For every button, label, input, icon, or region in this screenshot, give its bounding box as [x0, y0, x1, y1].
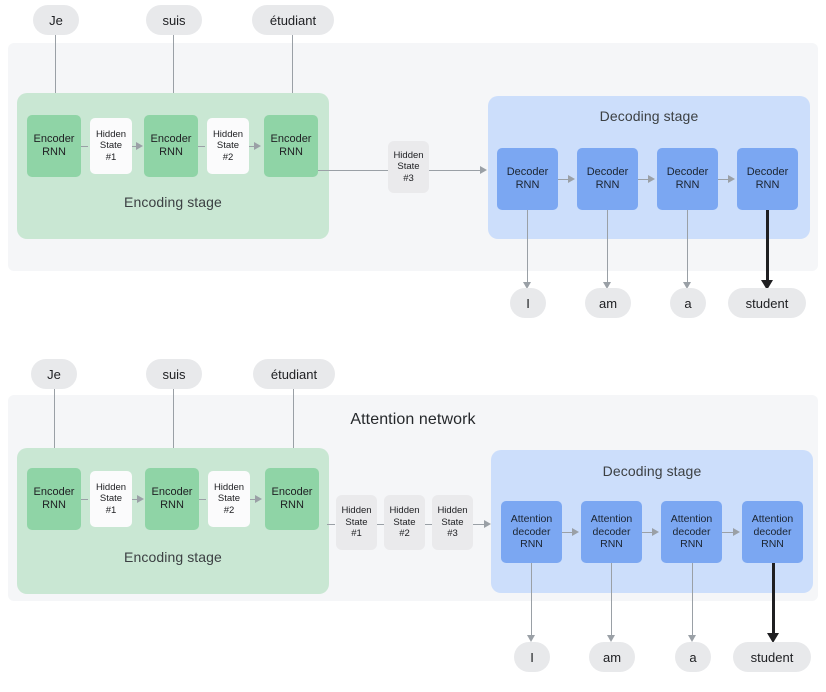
output-word-pill: student	[728, 288, 806, 318]
hidden-state-node: Hidden State #2	[208, 471, 250, 527]
output-word-pill: a	[675, 642, 711, 672]
decoder-link	[722, 532, 734, 534]
input-connector	[54, 389, 56, 460]
bridge-hidden-state-node: Hidden State #3	[388, 141, 429, 193]
decoder-arrow-head	[648, 175, 655, 183]
decoder-arrow-head	[572, 528, 579, 536]
decoder-arrow-head	[728, 175, 735, 183]
bridge-connector	[429, 170, 482, 172]
encoder-link	[132, 499, 138, 501]
output-connector-final	[766, 210, 769, 282]
attention-decoder-rnn-node: Attention decoder RNN	[661, 501, 722, 563]
output-connector	[527, 210, 529, 283]
input-word-pill: suis	[146, 5, 202, 35]
attention-decoder-rnn-node: Attention decoder RNN	[742, 501, 803, 563]
input-word-pill: suis	[146, 359, 202, 389]
output-connector	[607, 210, 609, 283]
output-arrow-head	[523, 282, 531, 289]
output-word-pill: student	[733, 642, 811, 672]
output-connector	[531, 563, 533, 636]
output-word-pill: am	[585, 288, 631, 318]
attention-decoder-rnn-node: Attention decoder RNN	[501, 501, 562, 563]
encoder-link	[250, 499, 256, 501]
bridge-link	[327, 524, 335, 526]
output-connector	[687, 210, 689, 283]
input-connector	[173, 35, 175, 111]
output-connector-final	[772, 563, 775, 635]
output-connector	[611, 563, 613, 636]
decoding-stage-label: Decoding stage	[599, 108, 699, 124]
bridge-arrow-head	[484, 520, 491, 528]
input-word-pill: Je	[31, 359, 77, 389]
encoder-rnn-node: Encoder RNN	[265, 468, 319, 530]
encoder-rnn-node: Encoder RNN	[144, 115, 198, 177]
encoder-arrow-head	[137, 495, 144, 503]
encoder-arrow-head	[136, 142, 143, 150]
hidden-state-node: Hidden State #1	[90, 118, 132, 174]
encoder-link	[81, 499, 88, 501]
bridge-connector	[473, 524, 486, 526]
input-connector	[173, 389, 175, 460]
output-arrow-head	[607, 635, 615, 642]
bridge-hidden-state-node: Hidden State #3	[432, 495, 473, 550]
decoder-link	[642, 532, 654, 534]
hidden-state-node: Hidden State #2	[207, 118, 249, 174]
decoder-rnn-node: Decoder RNN	[497, 148, 558, 210]
output-word-pill: am	[589, 642, 635, 672]
decoder-rnn-node: Decoder RNN	[577, 148, 638, 210]
decoder-link	[638, 179, 650, 181]
bridge-connector	[318, 170, 388, 172]
input-word-pill: étudiant	[252, 5, 334, 35]
output-connector	[692, 563, 694, 636]
encoder-arrow-head	[254, 142, 261, 150]
encoding-stage-label: Encoding stage	[124, 194, 222, 210]
output-arrow-head	[603, 282, 611, 289]
bridge-link	[425, 524, 432, 526]
decoder-link	[718, 179, 730, 181]
decoder-arrow-head	[568, 175, 575, 183]
encoder-link	[199, 499, 206, 501]
decoder-arrow-head	[652, 528, 659, 536]
output-arrow-head	[688, 635, 696, 642]
attention-network-title: Attention network	[350, 411, 476, 428]
input-connector	[293, 389, 295, 460]
bridge-link	[377, 524, 384, 526]
encoder-link	[132, 146, 138, 148]
decoder-link	[562, 532, 574, 534]
output-arrow-head	[527, 635, 535, 642]
decoding-stage-label: Decoding stage	[602, 463, 702, 479]
output-word-pill: a	[670, 288, 706, 318]
output-arrow-head-final	[767, 633, 779, 643]
input-word-pill: Je	[33, 5, 79, 35]
encoder-link	[81, 146, 88, 148]
bridge-hidden-state-node: Hidden State #2	[384, 495, 425, 550]
output-word-pill: I	[510, 288, 546, 318]
decoder-link	[558, 179, 570, 181]
input-connector	[55, 35, 57, 111]
input-connector	[292, 35, 294, 111]
encoder-rnn-node: Encoder RNN	[27, 468, 81, 530]
bridge-arrow-head	[480, 166, 487, 174]
output-arrow-head-final	[761, 280, 773, 290]
output-arrow-head	[683, 282, 691, 289]
encoder-rnn-node: Encoder RNN	[145, 468, 199, 530]
decoder-rnn-node: Decoder RNN	[737, 148, 798, 210]
attention-decoder-rnn-node: Attention decoder RNN	[581, 501, 642, 563]
input-word-pill: étudiant	[253, 359, 335, 389]
bridge-hidden-state-node: Hidden State #1	[336, 495, 377, 550]
output-word-pill: I	[514, 642, 550, 672]
encoding-stage-label: Encoding stage	[124, 549, 222, 565]
encoder-rnn-node: Encoder RNN	[264, 115, 318, 177]
encoder-arrow-head	[255, 495, 262, 503]
hidden-state-node: Hidden State #1	[90, 471, 132, 527]
decoder-rnn-node: Decoder RNN	[657, 148, 718, 210]
encoder-rnn-node: Encoder RNN	[27, 115, 81, 177]
decoder-arrow-head	[733, 528, 740, 536]
encoder-link	[198, 146, 205, 148]
encoder-link	[249, 146, 255, 148]
